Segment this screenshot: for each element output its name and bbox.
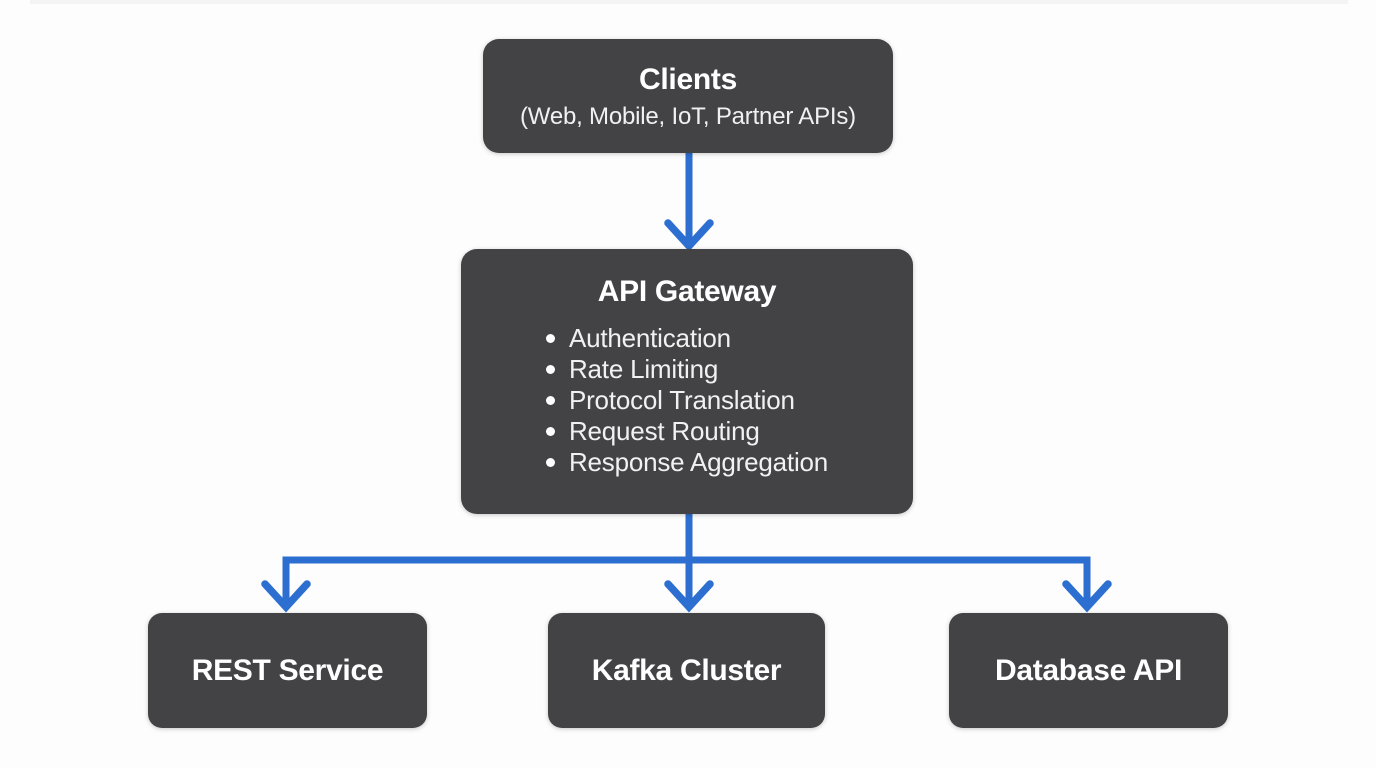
- node-kafka-cluster-title: Kafka Cluster: [591, 653, 782, 687]
- feature-item-label: Authentication: [568, 323, 731, 353]
- api-gateway-feature-list: Authentication Rate Limiting Protocol Tr…: [546, 323, 828, 478]
- node-rest-service: REST Service: [148, 613, 427, 728]
- node-kafka-cluster: Kafka Cluster: [548, 613, 825, 728]
- arrow-to-database-head-icon: [1062, 580, 1112, 613]
- feature-item-rate-limiting: Rate Limiting: [546, 354, 828, 385]
- arrow-clients-to-gateway-head-icon: [664, 219, 714, 252]
- feature-item-response-aggregation: Response Aggregation: [546, 447, 828, 478]
- feature-item-label: Response Aggregation: [568, 447, 829, 477]
- node-clients-subtitle: (Web, Mobile, IoT, Partner APIs): [520, 102, 856, 130]
- feature-item-authentication: Authentication: [546, 323, 828, 354]
- top-edge-line: [30, 0, 1348, 4]
- node-api-gateway: API Gateway Authentication Rate Limiting…: [461, 249, 913, 514]
- node-clients-title: Clients: [639, 62, 737, 96]
- feature-item-label: Rate Limiting: [568, 354, 719, 384]
- feature-item-request-routing: Request Routing: [546, 416, 828, 447]
- arrow-to-rest-head-icon: [261, 580, 311, 613]
- node-rest-service-title: REST Service: [191, 653, 384, 687]
- feature-item-label: Protocol Translation: [568, 385, 795, 415]
- feature-item-protocol-translation: Protocol Translation: [546, 385, 828, 416]
- node-database-api-title: Database API: [994, 653, 1183, 687]
- node-api-gateway-title: API Gateway: [597, 275, 777, 308]
- arrow-branch-rail: [282, 556, 1091, 602]
- node-database-api: Database API: [949, 613, 1228, 728]
- feature-item-label: Request Routing: [568, 416, 760, 446]
- arrow-to-kafka-head-icon: [664, 580, 714, 613]
- node-clients: Clients (Web, Mobile, IoT, Partner APIs): [483, 39, 893, 153]
